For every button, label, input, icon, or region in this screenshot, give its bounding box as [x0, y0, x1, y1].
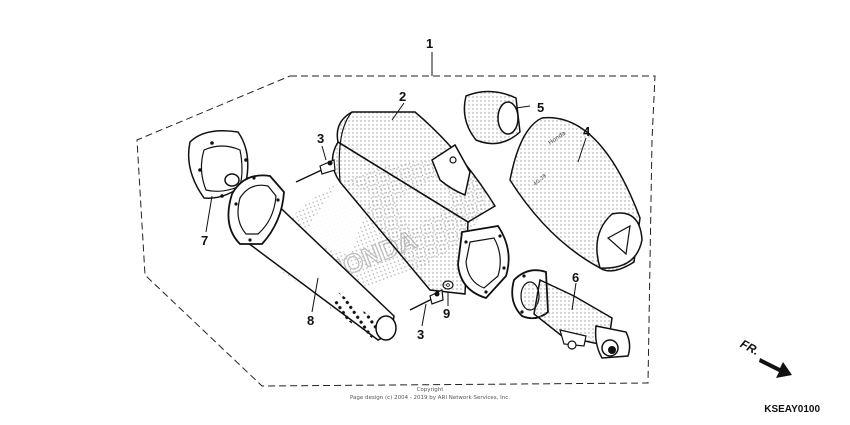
assembly-outline [136, 75, 656, 387]
callout-9: 9 [443, 306, 450, 321]
callout-7: 7 [201, 233, 208, 248]
joint-pipe-part-6[interactable] [511, 269, 631, 359]
diagram-code: KSEAY0100 [764, 404, 820, 415]
callout-5: 5 [537, 100, 544, 115]
front-label: FR. [738, 337, 762, 358]
front-direction-indicator: FR. [738, 337, 792, 378]
inner-pipe-part-8[interactable] [227, 174, 397, 341]
rivet-part-3-upper[interactable] [295, 159, 336, 183]
washer-part-9[interactable] [442, 280, 454, 290]
muffler-body-part-2[interactable] [331, 111, 510, 300]
muffler-sleeve-part-4[interactable]: Honda 4G-28 [509, 116, 643, 272]
callout-8: 8 [307, 313, 314, 328]
collar-part-5[interactable] [463, 90, 521, 145]
callout-3-lower: 3 [417, 327, 424, 342]
callout-3-upper: 3 [317, 131, 324, 146]
rivet-part-3-lower[interactable] [409, 289, 444, 311]
callout-1: 1 [426, 36, 433, 51]
leader-lines [205, 52, 587, 327]
copyright-line-2: Page design (c) 2004 - 2019 by ARI Netwo… [349, 395, 511, 401]
callout-6: 6 [572, 270, 579, 285]
callout-2: 2 [399, 89, 406, 104]
arrow-icon [759, 358, 792, 378]
end-cap-part-7[interactable] [187, 130, 249, 199]
copyright-line-1: Copyright [416, 387, 444, 393]
callout-4: 4 [583, 124, 591, 139]
